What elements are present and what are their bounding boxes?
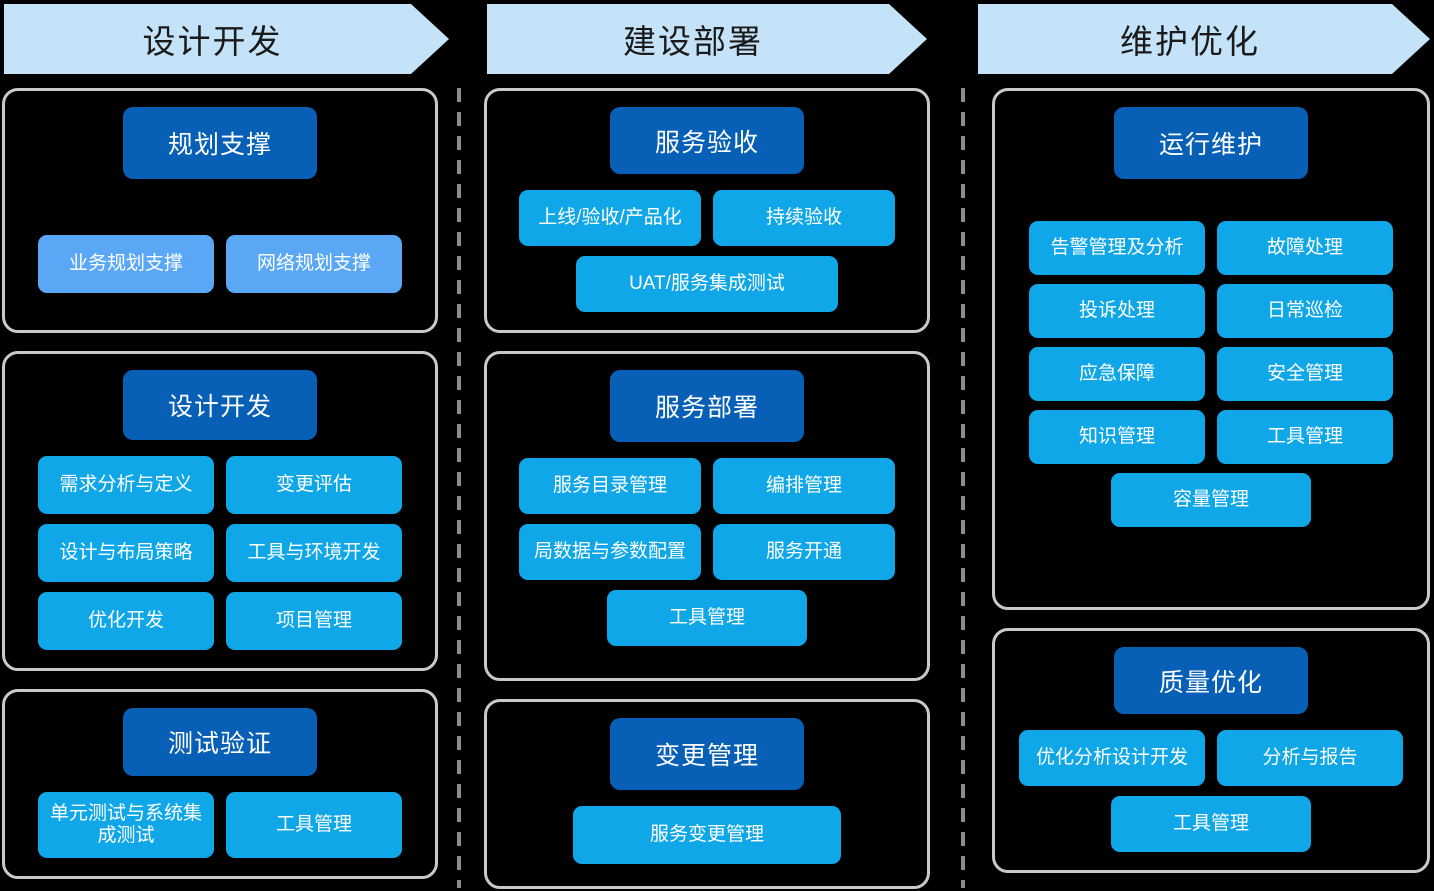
group-title: 设计开发 [123,370,317,440]
item-change-assessment[interactable]: 变更评估 [226,456,402,514]
group-operations-maintenance: 运行维护 告警管理及分析 故障处理 投诉处理 日常巡检 应急保障 安全管理 知识… [992,88,1430,610]
group-items: 告警管理及分析 故障处理 投诉处理 日常巡检 应急保障 安全管理 知识管理 工具… [1011,221,1411,527]
item-daily-inspection[interactable]: 日常巡检 [1217,284,1393,338]
item-service-change-management[interactable]: 服务变更管理 [573,806,841,864]
item-optimization-development[interactable]: 优化开发 [38,592,214,650]
group-items: 需求分析与定义 变更评估 设计与布局策略 工具与环境开发 优化开发 项目管理 [21,456,419,650]
group-quality-optimization: 质量优化 优化分析设计开发 分析与报告 工具管理 [992,628,1430,873]
group-service-deployment: 服务部署 服务目录管理 编排管理 局数据与参数配置 服务开通 工具管理 [484,351,930,681]
item-knowledge-management[interactable]: 知识管理 [1029,410,1205,464]
column-divider-2 [961,88,965,888]
group-title: 运行维护 [1114,107,1308,179]
item-analysis-and-reporting[interactable]: 分析与报告 [1217,730,1403,786]
phase-header-build-deploy: 建设部署 [487,4,927,74]
item-fault-handling[interactable]: 故障处理 [1217,221,1393,275]
item-optimization-analysis-design-development[interactable]: 优化分析设计开发 [1019,730,1205,786]
item-uat-service-integration-test[interactable]: UAT/服务集成测试 [576,256,838,312]
group-title: 测试验证 [123,708,317,776]
item-continuous-acceptance[interactable]: 持续验收 [713,190,895,246]
column-design-development: 规划支撑 业务规划支撑 网络规划支撑 设计开发 需求分析与定义 变更评估 设计与… [2,88,438,891]
group-title: 变更管理 [610,718,804,790]
item-tool-management[interactable]: 工具管理 [607,590,807,646]
item-business-planning-support[interactable]: 业务规划支撑 [38,235,214,293]
phase-header-design-development: 设计开发 [4,4,449,74]
group-items-row: 服务变更管理 [503,806,911,864]
group-items: 业务规划支撑 网络规划支撑 [21,235,419,293]
phase-header-label: 设计开发 [142,23,283,60]
group-title: 质量优化 [1114,647,1308,714]
group-items: 上线/验收/产品化 持续验收 UAT/服务集成测试 [503,190,911,312]
item-project-management[interactable]: 项目管理 [226,592,402,650]
item-local-data-parameter-configuration[interactable]: 局数据与参数配置 [519,524,701,580]
item-requirement-analysis-definition[interactable]: 需求分析与定义 [38,456,214,514]
item-emergency-assurance[interactable]: 应急保障 [1029,347,1205,401]
phase-header-maintain-optimize: 维护优化 [978,4,1430,74]
column-divider-1 [457,88,461,888]
phase-header-label: 维护优化 [1120,23,1260,60]
item-tool-management[interactable]: 工具管理 [1217,410,1393,464]
group-items-row: 容量管理 [1011,473,1411,527]
item-design-layout-strategy[interactable]: 设计与布局策略 [38,524,214,582]
group-planning-support: 规划支撑 业务规划支撑 网络规划支撑 [2,88,438,333]
group-items: 单元测试与系统集成测试 工具管理 [21,792,419,858]
item-launch-acceptance-productization[interactable]: 上线/验收/产品化 [519,190,701,246]
column-build-deploy: 服务验收 上线/验收/产品化 持续验收 UAT/服务集成测试 服务部署 服务目录… [484,88,930,891]
item-security-management[interactable]: 安全管理 [1217,347,1393,401]
item-network-planning-support[interactable]: 网络规划支撑 [226,235,402,293]
group-items: 服务目录管理 编排管理 局数据与参数配置 服务开通 工具管理 [503,458,911,646]
group-title: 服务部署 [610,370,804,442]
group-items-row: 工具管理 [1011,796,1411,852]
item-tool-management[interactable]: 工具管理 [1111,796,1311,852]
group-items-row: UAT/服务集成测试 [503,256,911,312]
group-test-verification: 测试验证 单元测试与系统集成测试 工具管理 [2,689,438,879]
group-title: 服务验收 [610,107,804,174]
group-design-development: 设计开发 需求分析与定义 变更评估 设计与布局策略 工具与环境开发 优化开发 项… [2,351,438,671]
group-change-management: 变更管理 服务变更管理 [484,699,930,889]
phase-header-label: 建设部署 [623,23,763,60]
item-orchestration-management[interactable]: 编排管理 [713,458,895,514]
group-items: 服务变更管理 [503,806,911,864]
group-items-row: 工具管理 [503,590,911,646]
item-unit-and-system-integration-test[interactable]: 单元测试与系统集成测试 [38,792,214,858]
item-tooling-environment-development[interactable]: 工具与环境开发 [226,524,402,582]
item-service-catalog-management[interactable]: 服务目录管理 [519,458,701,514]
item-complaint-handling[interactable]: 投诉处理 [1029,284,1205,338]
item-tool-management[interactable]: 工具管理 [226,792,402,858]
column-maintain-optimize: 运行维护 告警管理及分析 故障处理 投诉处理 日常巡检 应急保障 安全管理 知识… [992,88,1430,891]
group-title: 规划支撑 [123,107,317,179]
group-service-acceptance: 服务验收 上线/验收/产品化 持续验收 UAT/服务集成测试 [484,88,930,333]
item-capacity-management[interactable]: 容量管理 [1111,473,1311,527]
item-service-provisioning[interactable]: 服务开通 [713,524,895,580]
group-items: 优化分析设计开发 分析与报告 工具管理 [1011,730,1411,852]
item-alarm-management-analysis[interactable]: 告警管理及分析 [1029,221,1205,275]
